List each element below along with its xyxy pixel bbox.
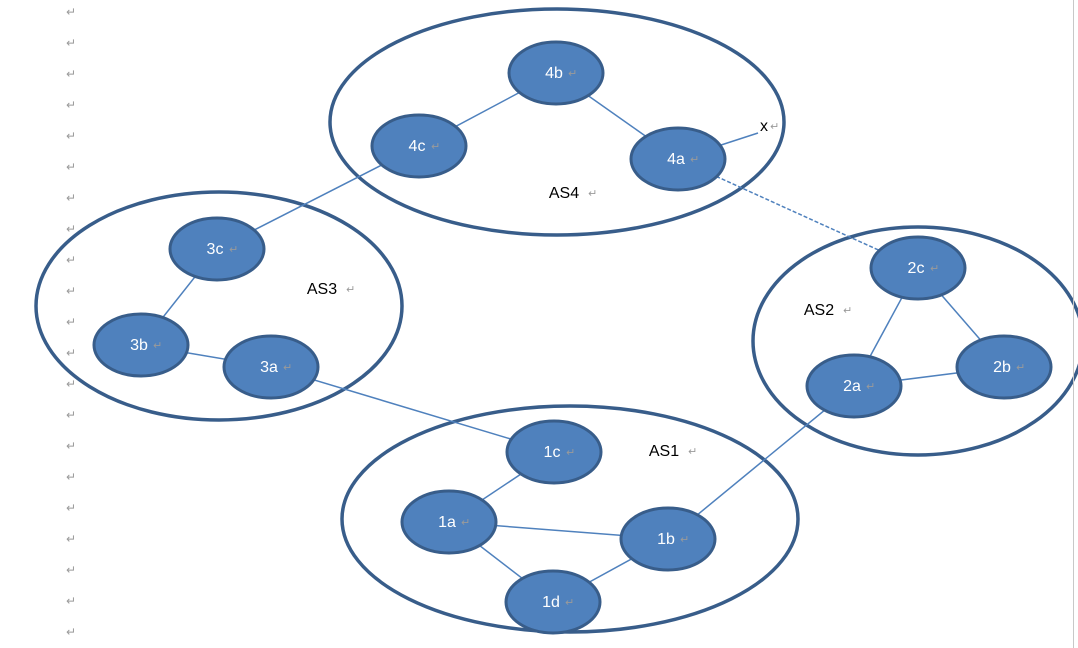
router-1d[interactable]: 1d ↵ <box>504 569 602 635</box>
router-shape <box>222 334 320 400</box>
paragraph-mark: ↵ <box>688 445 697 458</box>
paragraph-mark: ↵ <box>568 67 577 80</box>
paragraph-mark: ↵ <box>566 446 575 459</box>
paragraph-mark: ↵ <box>66 222 76 236</box>
paragraph-mark: ↵ <box>866 380 875 393</box>
paragraph-mark: ↵ <box>66 98 76 112</box>
paragraph-mark: ↵ <box>346 283 355 296</box>
router-label: 4b <box>545 65 563 82</box>
paragraph-mark: ↵ <box>843 304 852 317</box>
paragraph-mark: ↵ <box>66 36 76 50</box>
paragraph-mark: ↵ <box>588 187 597 200</box>
paragraph-mark: ↵ <box>66 346 76 360</box>
paragraph-mark: ↵ <box>565 596 574 609</box>
router-4b[interactable]: 4b ↵ <box>507 40 605 106</box>
router-shape <box>92 312 190 378</box>
router-label: 3b <box>130 337 148 354</box>
router-shape <box>629 126 727 192</box>
region-label-as1: AS1 <box>649 443 679 460</box>
router-3a[interactable]: 3a ↵ <box>222 334 320 400</box>
paragraph-mark: ↵ <box>66 501 76 515</box>
paragraph-mark: ↵ <box>680 533 689 546</box>
region-as2 <box>751 225 1078 457</box>
router-label: 1d <box>542 594 560 611</box>
paragraph-mark: ↵ <box>66 67 76 81</box>
autonomous-systems: AS1 ↵ AS2 ↵ AS3 ↵ AS4 ↵ <box>34 7 1078 634</box>
paragraph-mark: ↵ <box>66 253 76 267</box>
router-4c[interactable]: 4c ↵ <box>370 113 468 179</box>
router-shape <box>507 40 605 106</box>
router-shape <box>805 353 903 419</box>
router-label: 1c <box>544 444 561 461</box>
paragraph-mark: ↵ <box>66 5 76 19</box>
paragraph-marks-column: ↵ ↵ ↵ ↵ ↵ ↵ ↵ ↵ ↵ ↵ ↵ ↵ ↵ ↵ ↵ ↵ ↵ ↵ ↵ ↵ ↵ <box>66 5 76 639</box>
router-2a[interactable]: 2a ↵ <box>805 353 903 419</box>
router-label: 2a <box>843 378 861 395</box>
paragraph-mark: ↵ <box>930 262 939 275</box>
router-shape <box>505 419 603 485</box>
paragraph-mark: ↵ <box>66 315 76 329</box>
router-label: 2c <box>908 260 925 277</box>
router-label: 4a <box>667 151 685 168</box>
region-as3 <box>34 190 404 422</box>
router-label: 3c <box>207 241 224 258</box>
paragraph-mark: ↵ <box>66 129 76 143</box>
paragraph-mark: ↵ <box>66 532 76 546</box>
router-2b[interactable]: 2b ↵ <box>955 334 1053 400</box>
paragraph-mark: ↵ <box>66 377 76 391</box>
paragraph-mark: ↵ <box>66 594 76 608</box>
router-3b[interactable]: 3b ↵ <box>92 312 190 378</box>
paragraph-mark: ↵ <box>66 160 76 174</box>
router-3c[interactable]: 3c ↵ <box>168 216 266 282</box>
link-3a-1c <box>270 366 555 453</box>
routers: 4b ↵ 4c ↵ 4a ↵ 3c ↵ 3b ↵ 3a ↵ 2c ↵ 2a ↵ 2b ↵ 1c ↵ 1a ↵ 1b ↵ 1d ↵ <box>92 40 1053 635</box>
router-shape <box>504 569 602 635</box>
region-label-as2: AS2 <box>804 302 834 319</box>
router-shape <box>619 506 717 572</box>
page-edge <box>1073 0 1074 648</box>
router-shape <box>370 113 468 179</box>
paragraph-mark: ↵ <box>66 191 76 205</box>
paragraph-mark: ↵ <box>153 339 162 352</box>
paragraph-mark: ↵ <box>461 516 470 529</box>
paragraph-mark: ↵ <box>431 140 440 153</box>
paragraph-mark: ↵ <box>66 470 76 484</box>
router-shape <box>400 489 498 555</box>
router-shape <box>955 334 1053 400</box>
region-label-as3: AS3 <box>307 281 337 298</box>
paragraph-mark: ↵ <box>690 153 699 166</box>
router-label: 4c <box>409 138 426 155</box>
router-shape <box>168 216 266 282</box>
paragraph-mark: ↵ <box>229 243 238 256</box>
router-2c[interactable]: 2c ↵ <box>869 235 967 301</box>
router-1a[interactable]: 1a ↵ <box>400 489 498 555</box>
router-label: 1b <box>657 531 675 548</box>
paragraph-mark: ↵ <box>283 361 292 374</box>
region-as4 <box>328 7 786 237</box>
router-4a[interactable]: 4a ↵ <box>629 126 727 192</box>
paragraph-mark: ↵ <box>66 408 76 422</box>
annotations: x↵ <box>760 118 779 135</box>
paragraph-mark: ↵ <box>66 284 76 298</box>
router-shape <box>869 235 967 301</box>
paragraph-mark: ↵ <box>770 120 779 133</box>
paragraph-mark: ↵ <box>66 625 76 639</box>
router-label: 1a <box>438 514 456 531</box>
paragraph-mark: ↵ <box>1016 361 1025 374</box>
annotation-x: x <box>760 118 768 135</box>
paragraph-mark: ↵ <box>66 439 76 453</box>
region-label-as4: AS4 <box>549 185 579 202</box>
router-1b[interactable]: 1b ↵ <box>619 506 717 572</box>
paragraph-mark: ↵ <box>66 563 76 577</box>
router-label: 3a <box>260 359 278 376</box>
router-1c[interactable]: 1c ↵ <box>505 419 603 485</box>
router-label: 2b <box>993 359 1011 376</box>
link-1b-2a <box>667 385 855 540</box>
